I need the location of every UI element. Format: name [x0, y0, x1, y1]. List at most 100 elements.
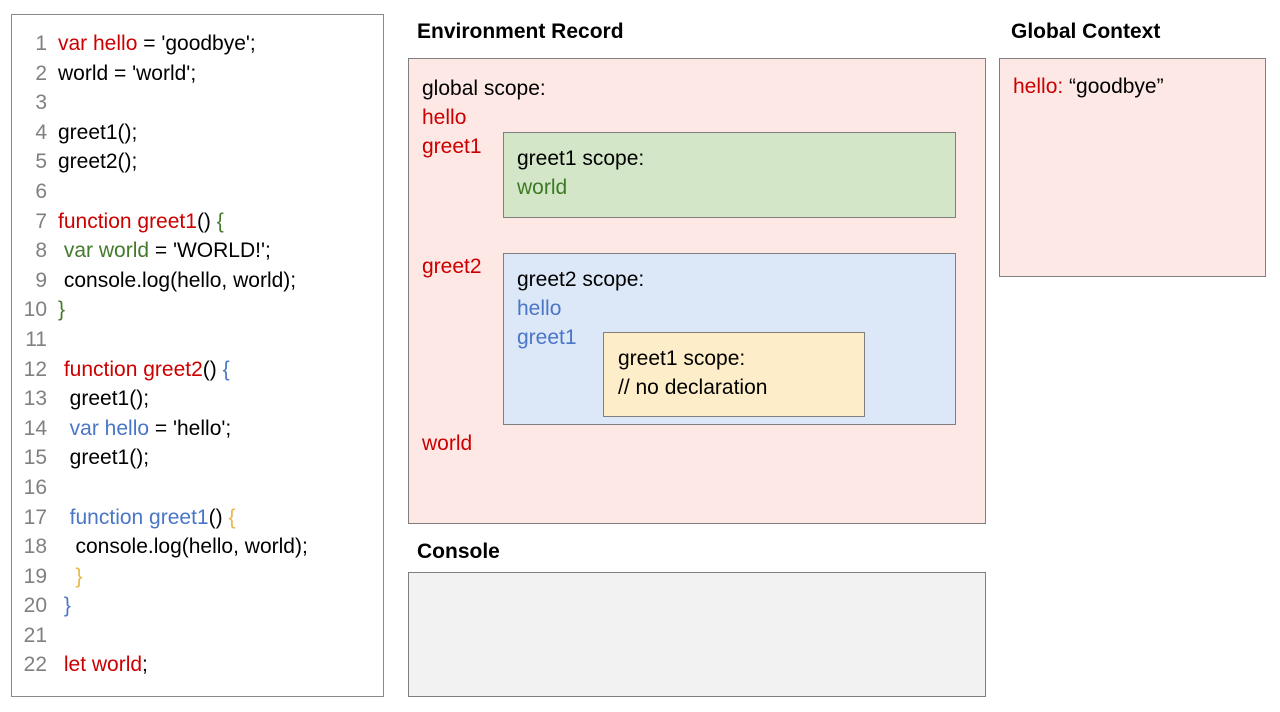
console-panel[interactable] — [408, 572, 986, 697]
code-line: 12 function greet2() { — [12, 355, 383, 385]
code-line-text: let world; — [58, 650, 148, 680]
code-line-text: greet1(); — [58, 118, 137, 148]
code-token: greet1(); — [58, 387, 150, 411]
code-line: 7 function greet1() { — [12, 207, 383, 237]
code-token: } — [63, 594, 71, 618]
code-line: 15 greet1(); — [12, 443, 383, 473]
code-line: 21 — [12, 621, 383, 651]
nested-greet1-scope-note: // no declaration — [618, 376, 768, 399]
global-scope-var-hello: hello — [422, 106, 467, 129]
environment-record-panel: global scope: hello greet1 greet2 world … — [408, 58, 986, 524]
code-line-text: function greet2() { — [58, 355, 230, 385]
code-token: function greet2 — [63, 357, 203, 381]
code-line-number: 10 — [23, 298, 47, 322]
code-line-text: } — [58, 295, 65, 325]
code-line: 16 — [12, 473, 383, 503]
code-line-number: 18 — [23, 535, 47, 559]
environment-record-title: Environment Record — [417, 20, 624, 43]
code-line: 20 } — [12, 591, 383, 621]
code-token — [58, 506, 70, 529]
code-line-number: 15 — [23, 446, 47, 470]
code-line: 2 world = 'world'; — [12, 59, 383, 89]
global-scope-var-world: world — [422, 432, 473, 455]
code-token: = 'goodbye'; — [137, 32, 256, 55]
code-line-number: 11 — [25, 327, 47, 351]
code-line-text: var hello = 'goodbye'; — [58, 29, 256, 59]
code-line-number: 16 — [23, 475, 47, 499]
code-token: = 'hello'; — [149, 416, 232, 440]
code-token: greet1(); — [58, 120, 138, 144]
code-line: 18 console.log(hello, world); — [12, 532, 383, 562]
code-line-number: 20 — [23, 594, 47, 618]
code-token: { — [222, 357, 230, 381]
code-line: 13 greet1(); — [12, 384, 383, 414]
greet1-scope-box: greet1 scope: world — [503, 132, 956, 218]
console-title: Console — [417, 540, 500, 563]
code-token: = 'WORLD!'; — [149, 239, 271, 263]
global-context-title: Global Context — [1011, 20, 1161, 43]
code-token: } — [75, 564, 83, 588]
code-token: greet2(); — [58, 150, 138, 174]
code-token: { — [216, 209, 224, 233]
code-line: 9 console.log(hello, world); — [12, 266, 383, 296]
global-context-entry-key: hello: — [1013, 75, 1064, 98]
code-line-text: world = 'world'; — [58, 59, 196, 89]
global-context-entry-value: “goodbye” — [1069, 75, 1164, 98]
code-token: console.log(hello, world); — [58, 535, 308, 559]
code-line-number: 21 — [23, 623, 47, 647]
global-scope-var-greet1: greet1 — [422, 135, 482, 158]
global-context-entry: hello: “goodbye” — [1013, 75, 1164, 99]
code-line-number: 19 — [23, 564, 47, 588]
nested-greet1-scope-box: greet1 scope: // no declaration — [603, 332, 865, 417]
code-line-text: greet2(); — [58, 147, 137, 177]
global-scope-heading: global scope: — [422, 77, 546, 100]
code-line-number: 5 — [35, 150, 47, 174]
code-line-number: 14 — [23, 416, 47, 440]
code-token: () — [202, 357, 223, 381]
code-line-number: 17 — [23, 505, 47, 529]
code-token: } — [58, 298, 66, 322]
code-token — [58, 417, 70, 440]
code-token: var world — [63, 239, 150, 263]
code-token — [58, 565, 76, 588]
code-line-number: 8 — [35, 239, 47, 263]
code-line-number: 12 — [23, 357, 47, 381]
greet1-scope-heading: greet1 scope: — [517, 147, 645, 170]
code-line-number: 22 — [23, 653, 47, 677]
code-token: var hello — [58, 32, 138, 55]
code-line-text: function greet1() { — [58, 207, 224, 237]
code-line-number: 7 — [35, 209, 47, 233]
code-line-number: 13 — [23, 387, 47, 411]
code-line-text: var world = 'WORLD!'; — [58, 236, 271, 266]
code-line: 22 let world; — [12, 650, 383, 680]
greet2-scope-var-hello: hello — [517, 297, 562, 320]
code-line: 19 } — [12, 562, 383, 592]
code-line: 11 — [12, 325, 383, 355]
code-line: 5 greet2(); — [12, 147, 383, 177]
code-line-text: } — [58, 591, 71, 621]
greet2-scope-box: greet2 scope: hello greet1 greet1 scope:… — [503, 253, 956, 425]
greet2-scope-var-greet1: greet1 — [517, 326, 577, 349]
code-line-number: 6 — [35, 179, 47, 203]
code-line-text: console.log(hello, world); — [58, 266, 296, 296]
code-line: 17 function greet1() { — [12, 503, 383, 533]
code-token: ; — [142, 653, 148, 677]
code-token: () — [196, 209, 217, 233]
code-token: world = 'world'; — [58, 61, 197, 85]
code-line: 10} — [12, 295, 383, 325]
code-line-text: function greet1() { — [58, 503, 236, 533]
global-context-panel: hello: “goodbye” — [999, 58, 1266, 277]
code-line: 6 — [12, 177, 383, 207]
code-token: function greet1 — [69, 505, 209, 529]
code-line-text: var hello = 'hello'; — [58, 414, 232, 444]
code-token: () — [208, 505, 229, 529]
code-line-text: } — [58, 562, 83, 592]
code-token: greet1(); — [58, 446, 150, 470]
code-line-number: 2 — [35, 61, 47, 85]
greet2-scope-heading: greet2 scope: — [517, 268, 645, 291]
code-token: var hello — [69, 416, 150, 440]
